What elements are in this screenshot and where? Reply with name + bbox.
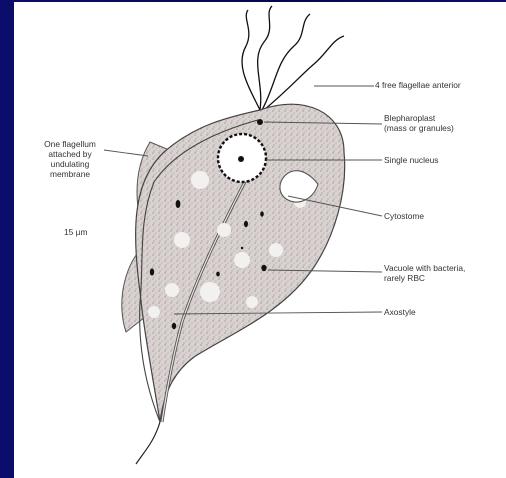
free-flagella: [242, 6, 344, 110]
label-vacuole-line2: rarely RBC: [384, 273, 465, 283]
label-blepharoplast: Blepharoplast (mass or granules): [384, 113, 454, 133]
label-blepharoplast-line2: (mass or granules): [384, 123, 454, 133]
label-undulating-membrane: One flagellum attached by undulating mem…: [38, 139, 102, 179]
diagram-panel: 4 free flagellae anterior Blepharoplast …: [14, 2, 506, 478]
label-free-flagellae: 4 free flagellae anterior: [375, 80, 461, 90]
posterior-tail: [136, 422, 160, 464]
label-size: 15 µm: [64, 227, 87, 237]
label-blepharoplast-line1: Blepharoplast: [384, 113, 454, 123]
label-um-line2: attached by: [38, 149, 102, 159]
label-single-nucleus: Single nucleus: [384, 155, 438, 165]
trichomonas-drawing: [14, 2, 506, 478]
label-vacuole: Vacuole with bacteria, rarely RBC: [384, 263, 465, 283]
blepharoplast: [257, 119, 263, 125]
label-um-line1: One flagellum: [38, 139, 102, 149]
label-vacuole-line1: Vacuole with bacteria,: [384, 263, 465, 273]
nucleolus: [238, 156, 244, 162]
label-axostyle: Axostyle: [384, 307, 416, 317]
label-cytostome: Cytostome: [384, 211, 424, 221]
label-um-line3: undulating: [38, 159, 102, 169]
label-um-line4: membrane: [38, 169, 102, 179]
